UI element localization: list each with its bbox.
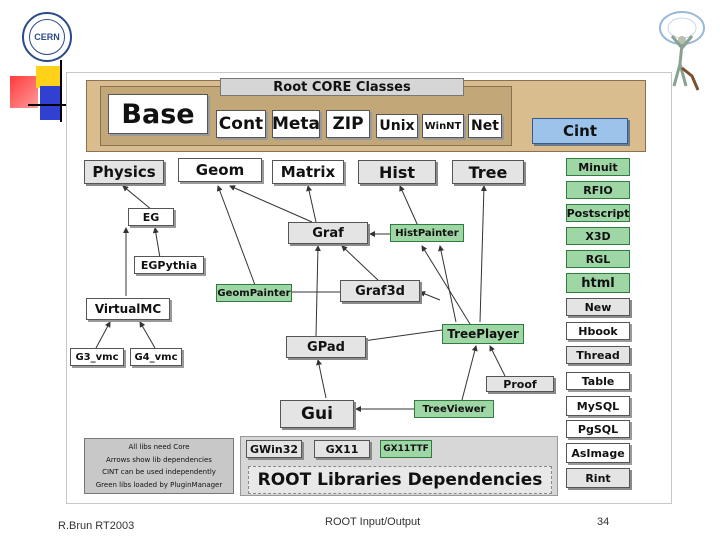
corner-square-yellow — [36, 66, 60, 88]
lib-histpainter: HistPainter — [390, 224, 464, 242]
arrow-gpad-graf — [314, 245, 321, 337]
lib-gui: Gui — [280, 400, 354, 428]
lib-mysql: MySQL — [566, 396, 630, 416]
lib-g4vmc: G4_vmc — [130, 348, 182, 366]
note-line: Arrows show lib dependencies — [106, 455, 212, 464]
arrow-graf-matrix — [306, 185, 317, 223]
arrow-graf3d-graf — [341, 245, 381, 283]
arrow-treeplayer-graf3d — [419, 291, 441, 301]
core-title: Root CORE Classes — [220, 78, 464, 96]
lib-eg: EG — [128, 208, 174, 226]
lib-gwin32: GWin32 — [246, 440, 302, 458]
diagram-banner: ROOT Libraries Dependencies — [248, 466, 552, 494]
lib-rint: Rint — [566, 468, 630, 488]
lib-html: html — [566, 273, 630, 293]
lib-graf3d: Graf3d — [340, 280, 420, 302]
lib-meta: Meta — [272, 110, 320, 138]
lib-rgl: RGL — [566, 250, 630, 268]
lib-g3vmc: G3_vmc — [70, 348, 124, 366]
atlas-figure-image — [652, 6, 708, 96]
lib-cint: Cint — [532, 118, 628, 144]
arrow-treeviewer-treeplayer — [461, 345, 478, 401]
arrow-treeplayer-histpainter — [421, 245, 471, 325]
lib-thread: Thread — [566, 346, 630, 364]
lib-zip: ZIP — [326, 110, 370, 138]
lib-winnt: WinNT — [422, 114, 464, 138]
note-line: CINT can be used independently — [102, 468, 216, 477]
note-line: All libs need Core — [128, 443, 190, 452]
cern-logo-ring — [29, 19, 65, 55]
lib-gpad: GPad — [286, 336, 366, 358]
footer-page-number: 34 — [597, 516, 610, 528]
arrow-geompainter-geom — [216, 185, 256, 286]
lib-matrix: Matrix — [272, 160, 344, 184]
lib-minuit: Minuit — [566, 158, 630, 176]
lib-gx11: GX11 — [314, 440, 370, 458]
lib-table: Table — [566, 372, 630, 390]
arrow-treeplayer-tree — [479, 185, 487, 323]
lib-postscript: Postscript — [566, 204, 630, 222]
lib-hist: Hist — [358, 160, 436, 184]
lib-tree: Tree — [452, 160, 524, 184]
lib-pgsql: PgSQL — [566, 420, 630, 438]
lib-cont: Cont — [216, 110, 266, 138]
corner-square-blue — [40, 86, 62, 120]
lib-net: Net — [468, 114, 502, 138]
notes-box: All libs need Core Arrows show lib depen… — [84, 438, 234, 494]
arrow-treeplayer-gpad — [355, 329, 443, 345]
lib-asimage: AsImage — [566, 443, 630, 463]
arrow-g4vmc-virtualmc — [139, 321, 156, 349]
lib-treeviewer: TreeViewer — [414, 400, 494, 418]
footer-title: ROOT Input/Output — [325, 516, 421, 528]
arrow-g3vmc-virtualmc — [95, 321, 111, 349]
arrow-egpythia-eg — [152, 227, 161, 259]
lib-x3d: X3D — [566, 227, 630, 245]
lib-hbook: Hbook — [566, 322, 630, 340]
lib-base: Base — [108, 94, 208, 134]
note-line: Green libs loaded by PluginManager — [95, 480, 223, 489]
corner-square-red — [10, 76, 38, 108]
lib-graf: Graf — [288, 222, 368, 244]
lib-unix: Unix — [376, 114, 418, 138]
lib-new: New — [566, 298, 630, 316]
lib-proof: Proof — [486, 376, 554, 392]
arrow-treeplayer-graf — [438, 245, 457, 323]
arrow-histpainter-hist — [399, 185, 419, 227]
arrow-eg-physics — [122, 185, 153, 211]
lib-geompainter: GeomPainter — [216, 284, 292, 302]
arrow-gui-gpad — [316, 359, 327, 399]
atlas-figure-icon — [659, 11, 705, 91]
lib-physics: Physics — [84, 160, 164, 184]
lib-treeplayer: TreePlayer — [442, 324, 524, 344]
arrow-proof-treeplayer — [489, 345, 506, 377]
corner-line-horizontal — [28, 104, 68, 106]
lib-geom: Geom — [178, 158, 262, 182]
corner-line-vertical — [60, 60, 62, 122]
lib-rfio: RFIO — [566, 181, 630, 199]
lib-virtualmc: VirtualMC — [86, 298, 170, 320]
arrow-graf-geom — [229, 185, 313, 223]
cern-logo-text: CERN — [34, 32, 60, 42]
lib-gx11ttf: GX11TTF — [380, 440, 432, 458]
cern-logo: CERN — [22, 12, 72, 62]
lib-egpythia: EGPythia — [134, 256, 204, 274]
footer-author: R.Brun RT2003 — [58, 520, 135, 532]
